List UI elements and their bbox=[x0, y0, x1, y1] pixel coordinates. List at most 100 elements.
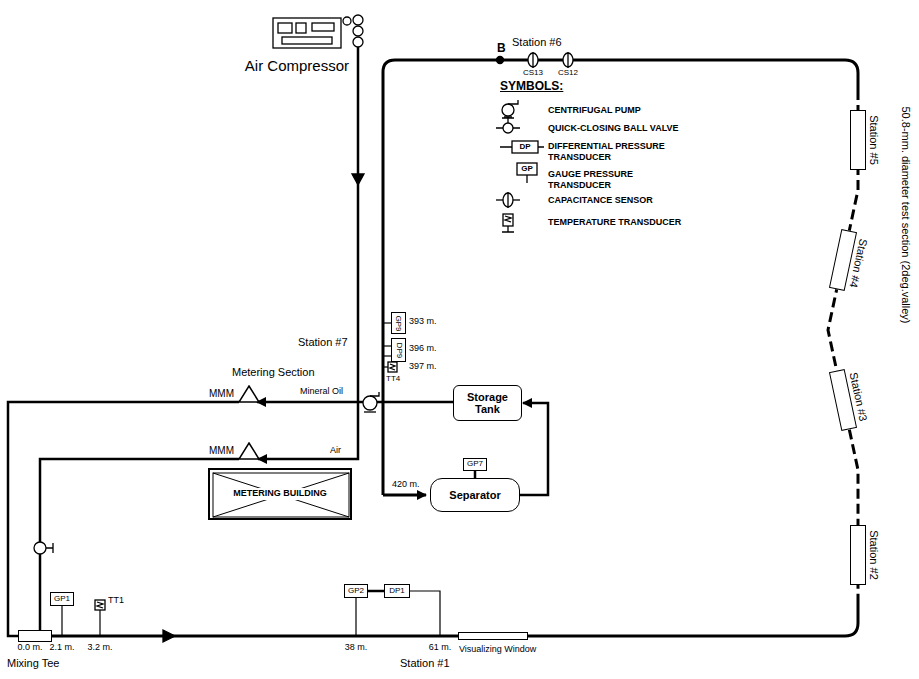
pressure-gauge-box: GP1 bbox=[50, 592, 74, 606]
point-marker bbox=[497, 57, 504, 64]
symbol-tag: DP bbox=[519, 143, 530, 152]
ball-valve-symbol bbox=[496, 117, 520, 133]
sensor-label: CS12 bbox=[558, 69, 578, 78]
measurement-station: Station #3 bbox=[829, 369, 857, 431]
sensor-label: TT1 bbox=[108, 596, 124, 606]
temperature-symbol bbox=[502, 214, 514, 232]
return-pipe bbox=[383, 60, 858, 495]
dp-transducer-box: DP9 bbox=[391, 338, 406, 362]
capacitance-sensor bbox=[528, 52, 538, 68]
pressure-gauge-box: GP2 bbox=[344, 584, 368, 598]
legend-entry: CENTRIFUGAL PUMP bbox=[548, 105, 698, 116]
station-label: Station #6 bbox=[512, 36, 562, 48]
pressure-gauge-box: GP7 bbox=[463, 458, 487, 471]
temperature-transducer bbox=[95, 600, 105, 610]
mass-meter-text: MMM bbox=[209, 445, 234, 456]
pressure-gauge-box-text: GP2 bbox=[348, 587, 364, 596]
section-label: Metering Section bbox=[232, 366, 315, 378]
tap-line bbox=[410, 591, 440, 636]
legend-entry: GAUGE PRESSURE TRANSDUCER bbox=[548, 169, 698, 191]
compressor-icon bbox=[272, 14, 367, 52]
mass-meter: MMM bbox=[238, 385, 260, 403]
mixing-tee: Mixing Tee bbox=[18, 630, 52, 642]
legend-entry: QUICK-CLOSING BALL VALVE bbox=[548, 123, 698, 134]
dp-transducer-symbol bbox=[500, 141, 544, 153]
capacitance-symbol bbox=[496, 192, 520, 208]
capacitance-sensor bbox=[563, 52, 573, 68]
flow-arrow bbox=[163, 630, 175, 642]
distance-label: 420 m. bbox=[392, 480, 420, 490]
storage-tank: Storage Tank bbox=[453, 385, 522, 421]
pipe-connector bbox=[8, 402, 239, 636]
separator-inlet-pipe bbox=[383, 494, 426, 497]
dp-transducer-box-text: DP1 bbox=[389, 587, 405, 596]
measurement-station-text: Station #2 bbox=[868, 530, 880, 580]
meter-triangle bbox=[238, 442, 260, 460]
measurement-station-text: Station #3 bbox=[848, 371, 870, 422]
legend-heading: SYMBOLS: bbox=[500, 80, 563, 93]
pressure-gauge-box-text: GP1 bbox=[54, 595, 70, 604]
tap-line bbox=[99, 610, 100, 636]
inlet-pipe bbox=[52, 600, 858, 636]
ball-valve bbox=[34, 542, 53, 554]
dp-transducer-box-text: DP9 bbox=[394, 342, 403, 358]
visualizing-window: Visualizing Window bbox=[458, 632, 528, 640]
pipe-connector bbox=[257, 401, 453, 404]
measurement-station: Station #2 bbox=[850, 525, 866, 585]
legend-text: TEMPERATURE TRANSDUCER bbox=[548, 217, 681, 227]
air-compressor: Air Compressor bbox=[272, 14, 367, 52]
measurement-station-text: Station #4 bbox=[848, 238, 870, 289]
pipe-connector bbox=[474, 471, 477, 478]
symbol-tag: GP bbox=[521, 165, 533, 174]
pressure-gauge-box: GP9 bbox=[391, 312, 406, 334]
distance-label: 38 m. bbox=[345, 643, 368, 653]
distance-label: 397 m. bbox=[409, 362, 437, 372]
pump-symbol bbox=[502, 100, 518, 118]
distance-label: 0.0 m. bbox=[17, 643, 42, 653]
legend-entry: DIFFERENTIAL PRESSURE TRANSDUCER bbox=[548, 141, 698, 163]
distance-label: 3.2 m. bbox=[87, 643, 112, 653]
sensor-label: TT4 bbox=[386, 375, 400, 384]
flow-arrow bbox=[352, 174, 364, 185]
legend-text: CAPACITANCE SENSOR bbox=[548, 195, 653, 205]
pipe-connector bbox=[520, 403, 548, 495]
temperature-transducer bbox=[388, 362, 397, 372]
legend-text: QUICK-CLOSING BALL VALVE bbox=[548, 123, 679, 133]
distance-label: 2.1 m. bbox=[49, 643, 74, 653]
measurement-station: Station #5 bbox=[850, 110, 866, 170]
distance-label: 396 m. bbox=[409, 344, 437, 354]
mass-meter-text: MMM bbox=[209, 388, 234, 399]
air-compressor-text: Air Compressor bbox=[245, 58, 349, 75]
pipe-connector bbox=[258, 47, 358, 459]
pressure-gauge-box-text: GP7 bbox=[467, 460, 483, 469]
point-label: B bbox=[497, 42, 506, 55]
legend-text: CENTRIFUGAL PUMP bbox=[548, 105, 641, 115]
legend-entry: TEMPERATURE TRANSDUCER bbox=[548, 217, 698, 228]
gp-transducer-symbol bbox=[517, 163, 537, 183]
separator-text: Separator bbox=[449, 489, 500, 501]
sensor-label: CS13 bbox=[523, 69, 543, 78]
station-label: Station #7 bbox=[298, 336, 348, 348]
centrifugal-pump bbox=[363, 392, 379, 412]
pressure-gauge-box-text: GP9 bbox=[394, 315, 403, 331]
storage-tank-text: Storage Tank bbox=[454, 391, 521, 415]
meter-triangle bbox=[238, 385, 260, 403]
flow-label: Air bbox=[330, 446, 341, 456]
separator: Separator bbox=[430, 478, 520, 512]
legend-text: DIFFERENTIAL PRESSURE TRANSDUCER bbox=[548, 141, 665, 162]
dp-transducer-box: DP1 bbox=[384, 584, 410, 598]
tap-line bbox=[355, 598, 356, 636]
legend-entry: CAPACITANCE SENSOR bbox=[548, 195, 698, 206]
visualizing-window-text: Visualizing Window bbox=[459, 645, 536, 655]
mixing-tee-text: Mixing Tee bbox=[7, 657, 59, 669]
mass-meter: MMM bbox=[238, 442, 260, 460]
pipe-connector bbox=[368, 590, 384, 593]
tap-line bbox=[383, 366, 388, 367]
station-label: Station #1 bbox=[400, 657, 450, 669]
distance-label: 61 m. bbox=[429, 643, 452, 653]
metering-building-text: METERING BUILDING bbox=[230, 488, 330, 500]
measurement-station-text: Station #5 bbox=[868, 115, 880, 165]
measurement-station: Station #4 bbox=[829, 229, 857, 291]
